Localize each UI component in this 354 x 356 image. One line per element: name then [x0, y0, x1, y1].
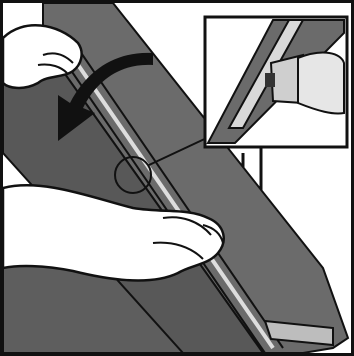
detail-inset: [205, 17, 347, 147]
illustration-canvas: [3, 3, 351, 353]
